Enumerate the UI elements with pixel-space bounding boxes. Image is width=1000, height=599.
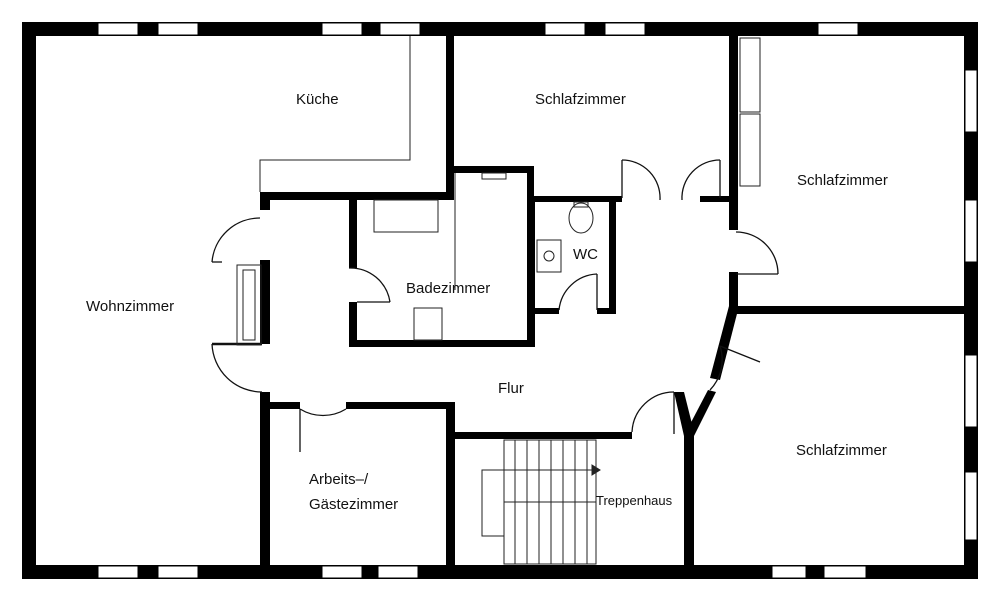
- wall-stair-east: [684, 432, 694, 565]
- window-top-2: [157, 22, 199, 36]
- window-bottom-2: [157, 565, 199, 579]
- wall-wc-south-2: [597, 308, 615, 314]
- wall-study-east: [446, 402, 455, 565]
- shower-icon: [413, 307, 443, 341]
- wall-bath-south: [349, 340, 534, 347]
- windows: [97, 22, 978, 579]
- wall-left: [22, 22, 36, 579]
- window-top-5: [544, 22, 586, 36]
- room-label-badezimmer: Badezimmer: [406, 280, 490, 297]
- window-bottom-6: [823, 565, 867, 579]
- door-bath-swing: [348, 267, 391, 303]
- bathtub-icon: [373, 199, 439, 233]
- wall-kitchen-east: [446, 36, 454, 196]
- wall-bed-bottom-angle-1: [710, 306, 739, 380]
- door-kitchen-swing: [211, 217, 261, 263]
- door-wc-swing: [558, 273, 598, 311]
- room-label-flur: Flur: [498, 380, 524, 397]
- wardrobe-lower: [739, 113, 761, 187]
- wall-bed-top-east: [729, 36, 738, 198]
- window-right-1: [964, 69, 978, 133]
- wall-kitchen-stub: [260, 192, 270, 210]
- outer-walls: [22, 22, 978, 579]
- window-bottom-5: [771, 565, 807, 579]
- wall-wc-east: [609, 200, 616, 314]
- window-top-6: [604, 22, 646, 36]
- doors: [211, 159, 779, 452]
- toilet-tank: [573, 201, 589, 208]
- sink-icon: [536, 239, 562, 273]
- room-label-gaestezimmer: Gästezimmer: [309, 496, 398, 513]
- room-label-arbeits: Arbeits–/: [309, 471, 369, 488]
- room-label-treppenhaus: Treppenhaus: [596, 493, 673, 508]
- wall-bed-bottom-angle-2: [686, 390, 716, 436]
- room-label-schlafzimmer-top: Schlafzimmer: [535, 91, 626, 108]
- wall-living-east-lower: [260, 392, 270, 565]
- shelf-icon: [236, 264, 262, 346]
- wall-bed-top-east-lower: [729, 182, 738, 230]
- room-label-schlafzimmer-bottom: Schlafzimmer: [796, 442, 887, 459]
- interior-walls: [260, 36, 978, 565]
- sink-drain-icon: [543, 250, 555, 262]
- door-living-swing: [211, 343, 263, 393]
- window-right-2: [964, 199, 978, 263]
- wall-bath-north: [454, 166, 534, 173]
- wall-living-east-mid: [260, 260, 270, 344]
- window-top-4: [379, 22, 421, 36]
- door-bed-right-swing: [735, 231, 779, 275]
- wall-study-north-1: [260, 402, 300, 409]
- room-label-kueche: Küche: [296, 91, 339, 108]
- window-bottom-4: [377, 565, 419, 579]
- door-bed-bottom-leaf: [719, 345, 761, 363]
- bath-vanity-icon: [481, 172, 507, 180]
- room-label-wc: WC: [573, 246, 598, 263]
- room-label-schlafzimmer-right: Schlafzimmer: [797, 172, 888, 189]
- wall-bed-top-south-2: [700, 196, 729, 202]
- window-top-7: [817, 22, 859, 36]
- stair-arrow-icon: [591, 464, 601, 476]
- wall-bed-right-south: [729, 306, 978, 314]
- wall-bottom: [22, 565, 978, 579]
- door-bed-bottom-swing: [709, 345, 723, 391]
- window-top-3: [321, 22, 363, 36]
- wall-bath-west-lower: [349, 302, 357, 347]
- door-study-swing: [299, 408, 347, 417]
- window-bottom-1: [97, 565, 139, 579]
- window-bottom-3: [321, 565, 363, 579]
- wall-bath-west-upper: [349, 198, 357, 268]
- kitchen-counter: [259, 36, 411, 192]
- room-labels: Küche Schlafzimmer Schlafzimmer Schlafzi…: [86, 91, 888, 513]
- wall-bed-right-west: [729, 272, 738, 312]
- wall-bath-wc-stub: [527, 166, 534, 200]
- wall-kitchen-south: [260, 192, 454, 200]
- wall-top: [22, 22, 978, 36]
- room-label-wohnzimmer: Wohnzimmer: [86, 298, 174, 315]
- staircase: [481, 439, 601, 565]
- door-bed-top-left-swing: [621, 159, 661, 201]
- door-bed-top-right-swing: [681, 159, 721, 201]
- window-right-3: [964, 354, 978, 428]
- window-top-1: [97, 22, 139, 36]
- shelf-inner: [242, 269, 256, 341]
- wall-study-north-2: [346, 402, 450, 409]
- window-right-4: [964, 471, 978, 541]
- wall-bath-east: [527, 196, 535, 347]
- toilet-icon: [568, 202, 594, 234]
- wardrobe-upper: [739, 37, 761, 113]
- wall-right: [964, 22, 978, 579]
- wall-stair-angle: [674, 392, 694, 436]
- door-stair-swing: [631, 391, 675, 433]
- wall-stair-north: [446, 432, 632, 439]
- fixtures: [236, 36, 761, 346]
- wall-wc-south-1: [535, 308, 559, 314]
- wall-bed-top-south-1: [534, 196, 622, 202]
